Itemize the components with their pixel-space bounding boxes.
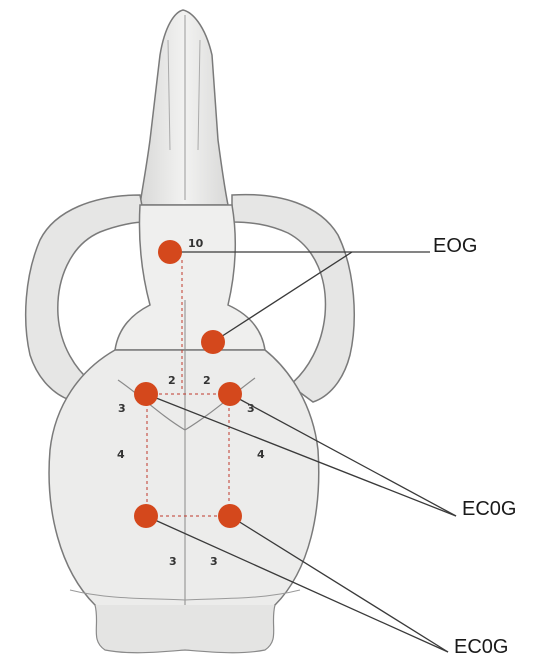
region-number-2-left: 2 [168,374,176,387]
electrode-eog-lower [201,330,225,354]
region-number-3-left-upper: 3 [118,402,126,415]
skull-frontal [115,205,265,350]
occipital-edge [95,605,275,653]
region-number-2-right: 2 [203,374,211,387]
region-number-10: 10 [188,237,204,250]
region-number-3-left-lower: 3 [169,555,177,568]
region-number-4-right: 4 [257,448,265,461]
electrode-ecog-rear-right [218,504,242,528]
region-number-4-left: 4 [117,448,125,461]
electrode-ecog-rear-left [134,504,158,528]
label-eog: EOG [433,235,477,258]
label-ecog-upper: EC0G [462,498,516,521]
label-ecog-lower: EC0G [454,636,508,659]
skull-snout [140,10,228,205]
electrode-ecog-front-right [218,382,242,406]
region-number-3-right-lower: 3 [210,555,218,568]
electrode-ecog-front-left [134,382,158,406]
electrode-eog-upper [158,240,182,264]
